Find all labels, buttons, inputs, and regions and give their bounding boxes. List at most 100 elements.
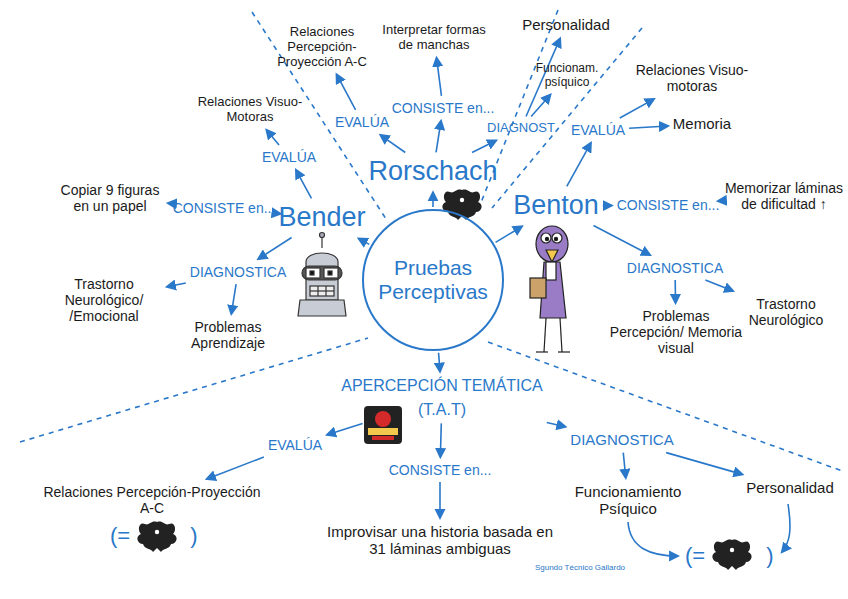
node-text: Benton <box>513 190 599 221</box>
note-text: Copiar 9 figuras en un papel <box>55 180 165 216</box>
topic-label: DIAGNOSTICA <box>188 262 288 282</box>
note-text: Trastorno Neurológico/ /Emocional <box>44 274 164 326</box>
node-text: EVALÚA <box>268 437 322 453</box>
note-text: Personalidad <box>744 477 836 498</box>
topic-label: CONSISTE en... <box>615 195 722 215</box>
connector-arrow <box>267 130 279 145</box>
note-text: Relaciones Visuo-Motoras <box>195 93 305 127</box>
node-text: Personalidad <box>522 16 610 33</box>
connector-arrow <box>439 482 441 518</box>
connector-arrow <box>496 227 522 243</box>
connector-arrow <box>629 126 668 128</box>
connector-arrow <box>167 202 169 204</box>
note-text: Relaciones Percepción-Proyección A-C <box>262 23 382 72</box>
node-text: Relaciones Visuo-Motoras <box>197 95 303 125</box>
topic-label: EVALÚA <box>333 112 391 132</box>
node-text: Interpretar formas de manchas <box>381 23 487 53</box>
node-text: EVALÚA <box>335 114 389 130</box>
topic-label: Rorschach <box>366 154 499 189</box>
topic-label: EVALÚA <box>260 147 318 167</box>
note-text: Relaciones Visuo-motoras <box>627 60 757 96</box>
topic-label: Benton <box>511 188 601 223</box>
node-text: Personalidad <box>746 479 834 496</box>
node-text: Rorschach <box>368 156 497 187</box>
note-text: Memoria <box>671 113 733 134</box>
note-text: Funcionam. psíquico <box>519 60 615 92</box>
inkblot-icon <box>137 522 176 552</box>
node-text: Relaciones Visuo-motoras <box>629 62 755 94</box>
node-text: Funcionam. psíquico <box>521 62 613 90</box>
note-text: Trastorno Neurológico <box>736 294 836 330</box>
note-text: Problemas Percepción/ Memoria visual <box>606 306 746 358</box>
topic-label: EVALÚA <box>266 435 324 455</box>
signature: Sgundo Técnico Gallardo <box>535 563 625 572</box>
topic-label: APERCEPCIÓN TEMÁTICA (T.A.T) <box>339 375 545 422</box>
connector-arrow <box>167 283 186 287</box>
connector-arrow <box>436 121 441 152</box>
note-text: Funcionamiento Psíquico <box>563 481 693 520</box>
node-text: Trastorno Neurológico/ /Emocional <box>46 276 162 324</box>
note-text: Problemas Aprendizaje <box>173 317 283 353</box>
node-text: CONSISTE en... <box>392 100 495 116</box>
bracket-label: ) <box>190 523 197 549</box>
node-text: Improvisar una historia basada en 31 lám… <box>317 523 563 558</box>
topic-label: Bender <box>276 200 367 235</box>
inkblot-icon <box>442 190 481 220</box>
bird-illustration <box>530 226 570 352</box>
topic-label: CONSISTE en... <box>390 98 497 118</box>
node-text: DIAGNOSTICA <box>627 260 723 276</box>
connector-arrow <box>567 143 591 186</box>
connector-arrow <box>440 423 443 457</box>
node-text: Memoria <box>673 115 731 132</box>
bracket-label: ) <box>766 543 773 569</box>
node-text: Funcionamiento Psíquico <box>565 483 691 518</box>
node-text: APERCEPCIÓN TEMÁTICA <box>341 377 543 395</box>
connector-arrow <box>620 99 654 118</box>
connector-arrow <box>531 95 550 117</box>
note-text: Improvisar una historia basada en 31 lám… <box>315 521 565 560</box>
connector-arrow <box>674 280 676 303</box>
node-text: Pruebas Perceptivas <box>378 256 488 304</box>
logo-icon <box>364 406 402 444</box>
note-text: Relaciones Percepción-Proyección A-C <box>37 482 267 518</box>
divider-lines <box>20 10 845 472</box>
connector-arrow <box>258 238 291 259</box>
inkblot-icon <box>712 540 751 570</box>
topic-label: CONSISTE en... <box>387 460 494 480</box>
node-text: DIAGNOST <box>487 121 555 136</box>
connector-arrow <box>666 453 742 475</box>
node-text: Problemas Percepción/ Memoria visual <box>608 308 744 356</box>
connector-arrow <box>381 135 406 152</box>
node-text: DIAGNOSTICA <box>190 264 286 280</box>
connector-arrow <box>359 239 370 245</box>
node-text: CONSISTE en... <box>389 462 492 478</box>
connector-arrow <box>432 193 434 207</box>
node-text: (T.A.T) <box>341 401 543 419</box>
topic-label: DIAGNOSTICA <box>625 258 725 278</box>
topic-label: DIAGNOST <box>485 119 557 138</box>
topic-label: CONSISTE en... <box>171 198 278 218</box>
node-text: Relaciones Percepción-Proyección A-C <box>39 484 265 516</box>
node-text: Trastorno Neurológico <box>738 296 834 328</box>
note-text: Interpretar formas de manchas <box>379 21 489 55</box>
connector-arrow <box>547 422 566 426</box>
central-circle: Pruebas Perceptivas <box>362 209 504 351</box>
connector-arrow <box>296 170 311 198</box>
topic-label: EVALÚA <box>569 120 627 140</box>
robot-illustration <box>298 233 346 317</box>
connector-arrow <box>207 457 264 479</box>
note-text: Personalidad <box>520 14 612 35</box>
connector-arrow <box>327 423 362 434</box>
node-text: EVALÚA <box>571 122 625 138</box>
node-text: DIAGNOSTICA <box>570 431 673 448</box>
node-text: CONSISTE en... <box>617 197 720 213</box>
topic-label: DIAGNOSTICA <box>568 429 675 450</box>
node-text: Relaciones Percepción-Proyección A-C <box>264 25 380 70</box>
connector-arrow <box>231 284 236 314</box>
connector-arrow <box>593 226 649 255</box>
node-text: CONSISTE en... <box>173 200 276 216</box>
connector-arrow <box>437 58 442 96</box>
node-text: EVALÚA <box>262 149 316 165</box>
node-text: Bender <box>278 202 365 233</box>
bracket-label: (= <box>685 543 705 569</box>
